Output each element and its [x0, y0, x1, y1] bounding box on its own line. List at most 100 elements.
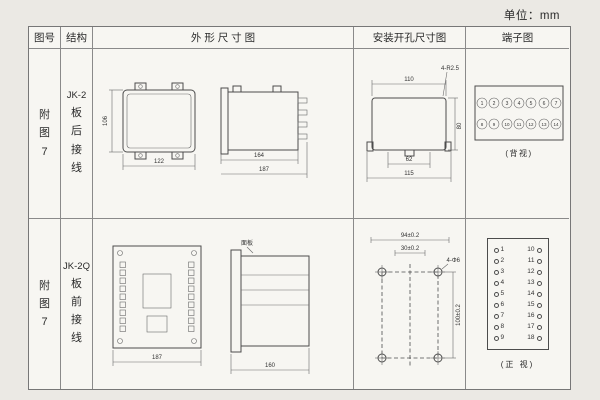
jk2-side-view — [220, 85, 308, 154]
row2-structure-block: JK-2Q 板 前 接 线 — [63, 261, 90, 348]
jk2q-side-view: 面板 — [230, 239, 310, 353]
terminal-number: 9 — [500, 333, 505, 341]
jk2-cutout-dims: 110 4-R2.5 80 62 115 — [366, 66, 463, 182]
dim-height-106: 106 — [103, 115, 109, 126]
terminal-number: 18 — [527, 333, 535, 341]
terminal-number: 6 — [500, 300, 505, 308]
terminal-number: 7 — [554, 101, 557, 107]
row1-structure: JK-2 板 后 接 线 — [61, 49, 93, 219]
install-drawing-jk2q: 94±0.2 30±0.2 4-Φ6 100±0.2 — [370, 233, 462, 366]
panel-label: 面板 — [241, 239, 253, 247]
terminal-number: 4 — [500, 278, 505, 286]
dim-side-80: 80 — [457, 122, 463, 129]
terminal-number: 8 — [500, 322, 505, 330]
dim-depth-164: 164 — [254, 153, 265, 159]
terminal-number: 12 — [528, 122, 534, 127]
terminal-number: 16 — [527, 311, 535, 319]
header-install-label: 安装开孔尺寸图 — [372, 32, 447, 44]
row2-fig-no-text: 附 图 7 — [39, 279, 50, 329]
terminal-dot-icon — [536, 280, 542, 286]
row1-terminal-cell: 1 2 3 4 5 6 7 8 9 10 11 12 13 14 (背视) — [466, 49, 569, 219]
header-install: 安装开孔尺寸图 — [354, 27, 466, 49]
header-fig-no-label: 图号 — [34, 32, 55, 44]
terminal-number: 5 — [529, 101, 532, 107]
terminal-dot-icon — [536, 313, 542, 319]
dim-holes-4phi6: 4-Φ6 — [446, 258, 460, 264]
outline-drawing-jk2: 106 122 164 187 — [103, 82, 308, 178]
terminal-dot-icon — [536, 335, 542, 341]
row1-model: JK-2 — [66, 90, 87, 102]
row1-outline-cell: 106 122 164 187 — [93, 49, 354, 219]
row2-install-cell: 94±0.2 30±0.2 4-Φ6 100±0.2 — [354, 219, 466, 389]
terminal-circles-top: 1 2 3 4 5 6 7 — [476, 97, 561, 108]
row2-model: JK-2Q — [63, 260, 90, 272]
terminal-row: 8 17 — [493, 322, 542, 331]
jk2q-side-dims: 160 — [230, 348, 310, 374]
dim-inner-30: 30±0.2 — [400, 246, 419, 252]
dim-depth-187: 187 — [259, 167, 270, 173]
terminal-dot-icon — [536, 247, 542, 253]
header-structure-label: 结构 — [66, 32, 87, 44]
terminal-dot-icon — [493, 269, 499, 275]
row1-fig-no: 附 图 7 — [29, 49, 61, 219]
terminal-number: 12 — [527, 267, 535, 275]
unit-label: 单位：mm — [503, 10, 560, 22]
terminal-row: 7 16 — [493, 311, 542, 320]
view-caption-front: (正 视) — [500, 360, 535, 370]
terminal-diagram-jk2: 1 2 3 4 5 6 7 8 9 10 11 12 13 14 (背视) — [474, 85, 563, 158]
terminal-number: 1 — [480, 101, 483, 107]
terminal-dot-icon — [493, 280, 499, 286]
terminal-number: 2 — [500, 256, 505, 264]
dim-depth-160: 160 — [265, 363, 276, 369]
terminal-number: 8 — [480, 122, 483, 127]
terminal-dot-icon — [493, 247, 499, 253]
dim-bottom-115: 115 — [404, 171, 414, 177]
terminal-dot-icon — [536, 269, 542, 275]
jk2-side-dims: 164 187 — [220, 141, 308, 178]
row2-structure: JK-2Q 板 前 接 线 — [61, 219, 93, 389]
terminal-number: 13 — [541, 122, 547, 127]
terminal-number: 7 — [500, 311, 505, 319]
jk2-front-view — [122, 82, 196, 159]
terminal-number: 6 — [542, 101, 545, 107]
row1-install-cell: 110 4-R2.5 80 62 115 — [354, 49, 466, 219]
drawing-table: 图号 结构 外 形 尺 寸 图 安装开孔尺寸图 端子图 附 图 7 JK-2 板… — [28, 26, 571, 390]
jk2q-front-dims: 187 — [112, 350, 202, 366]
terminal-number: 11 — [516, 122, 521, 127]
terminal-number: 17 — [527, 322, 535, 330]
jk2q-holes — [374, 264, 445, 366]
terminal-number: 11 — [527, 256, 535, 264]
terminal-number: 10 — [504, 122, 510, 127]
jk2q-hole-dims: 94±0.2 30±0.2 4-Φ6 100±0.2 — [370, 233, 462, 359]
dim-corner-radius: 4-R2.5 — [440, 66, 459, 72]
header-outline: 外 形 尺 寸 图 — [93, 27, 354, 49]
install-drawing-jk2: 110 4-R2.5 80 62 115 — [366, 66, 463, 182]
terminal-number: 14 — [527, 289, 535, 297]
jk2-front-dims: 106 122 — [103, 89, 196, 170]
terminal-row: 2 11 — [493, 256, 542, 265]
dim-side-100: 100±0.2 — [456, 304, 462, 326]
terminal-dot-icon — [493, 291, 499, 297]
row1-structure-block: JK-2 板 后 接 线 — [67, 90, 87, 177]
header-terminal-label: 端子图 — [501, 32, 534, 44]
dim-top-110: 110 — [404, 77, 414, 83]
terminal-dot-icon — [493, 324, 499, 330]
view-caption-rear: (背视) — [505, 148, 532, 158]
terminal-number: 1 — [500, 245, 505, 253]
terminal-number: 4 — [517, 101, 520, 107]
header-structure: 结构 — [61, 27, 93, 49]
terminal-dot-icon — [493, 335, 499, 341]
row2-fig-no: 附 图 7 — [29, 219, 61, 389]
header-terminal: 端子图 — [466, 27, 569, 49]
terminal-dot-icon — [493, 258, 499, 264]
terminal-number: 10 — [527, 245, 535, 253]
terminal-number: 9 — [492, 122, 495, 127]
terminal-box — [474, 85, 563, 140]
terminal-number: 2 — [492, 101, 495, 107]
terminal-dot-icon — [536, 302, 542, 308]
